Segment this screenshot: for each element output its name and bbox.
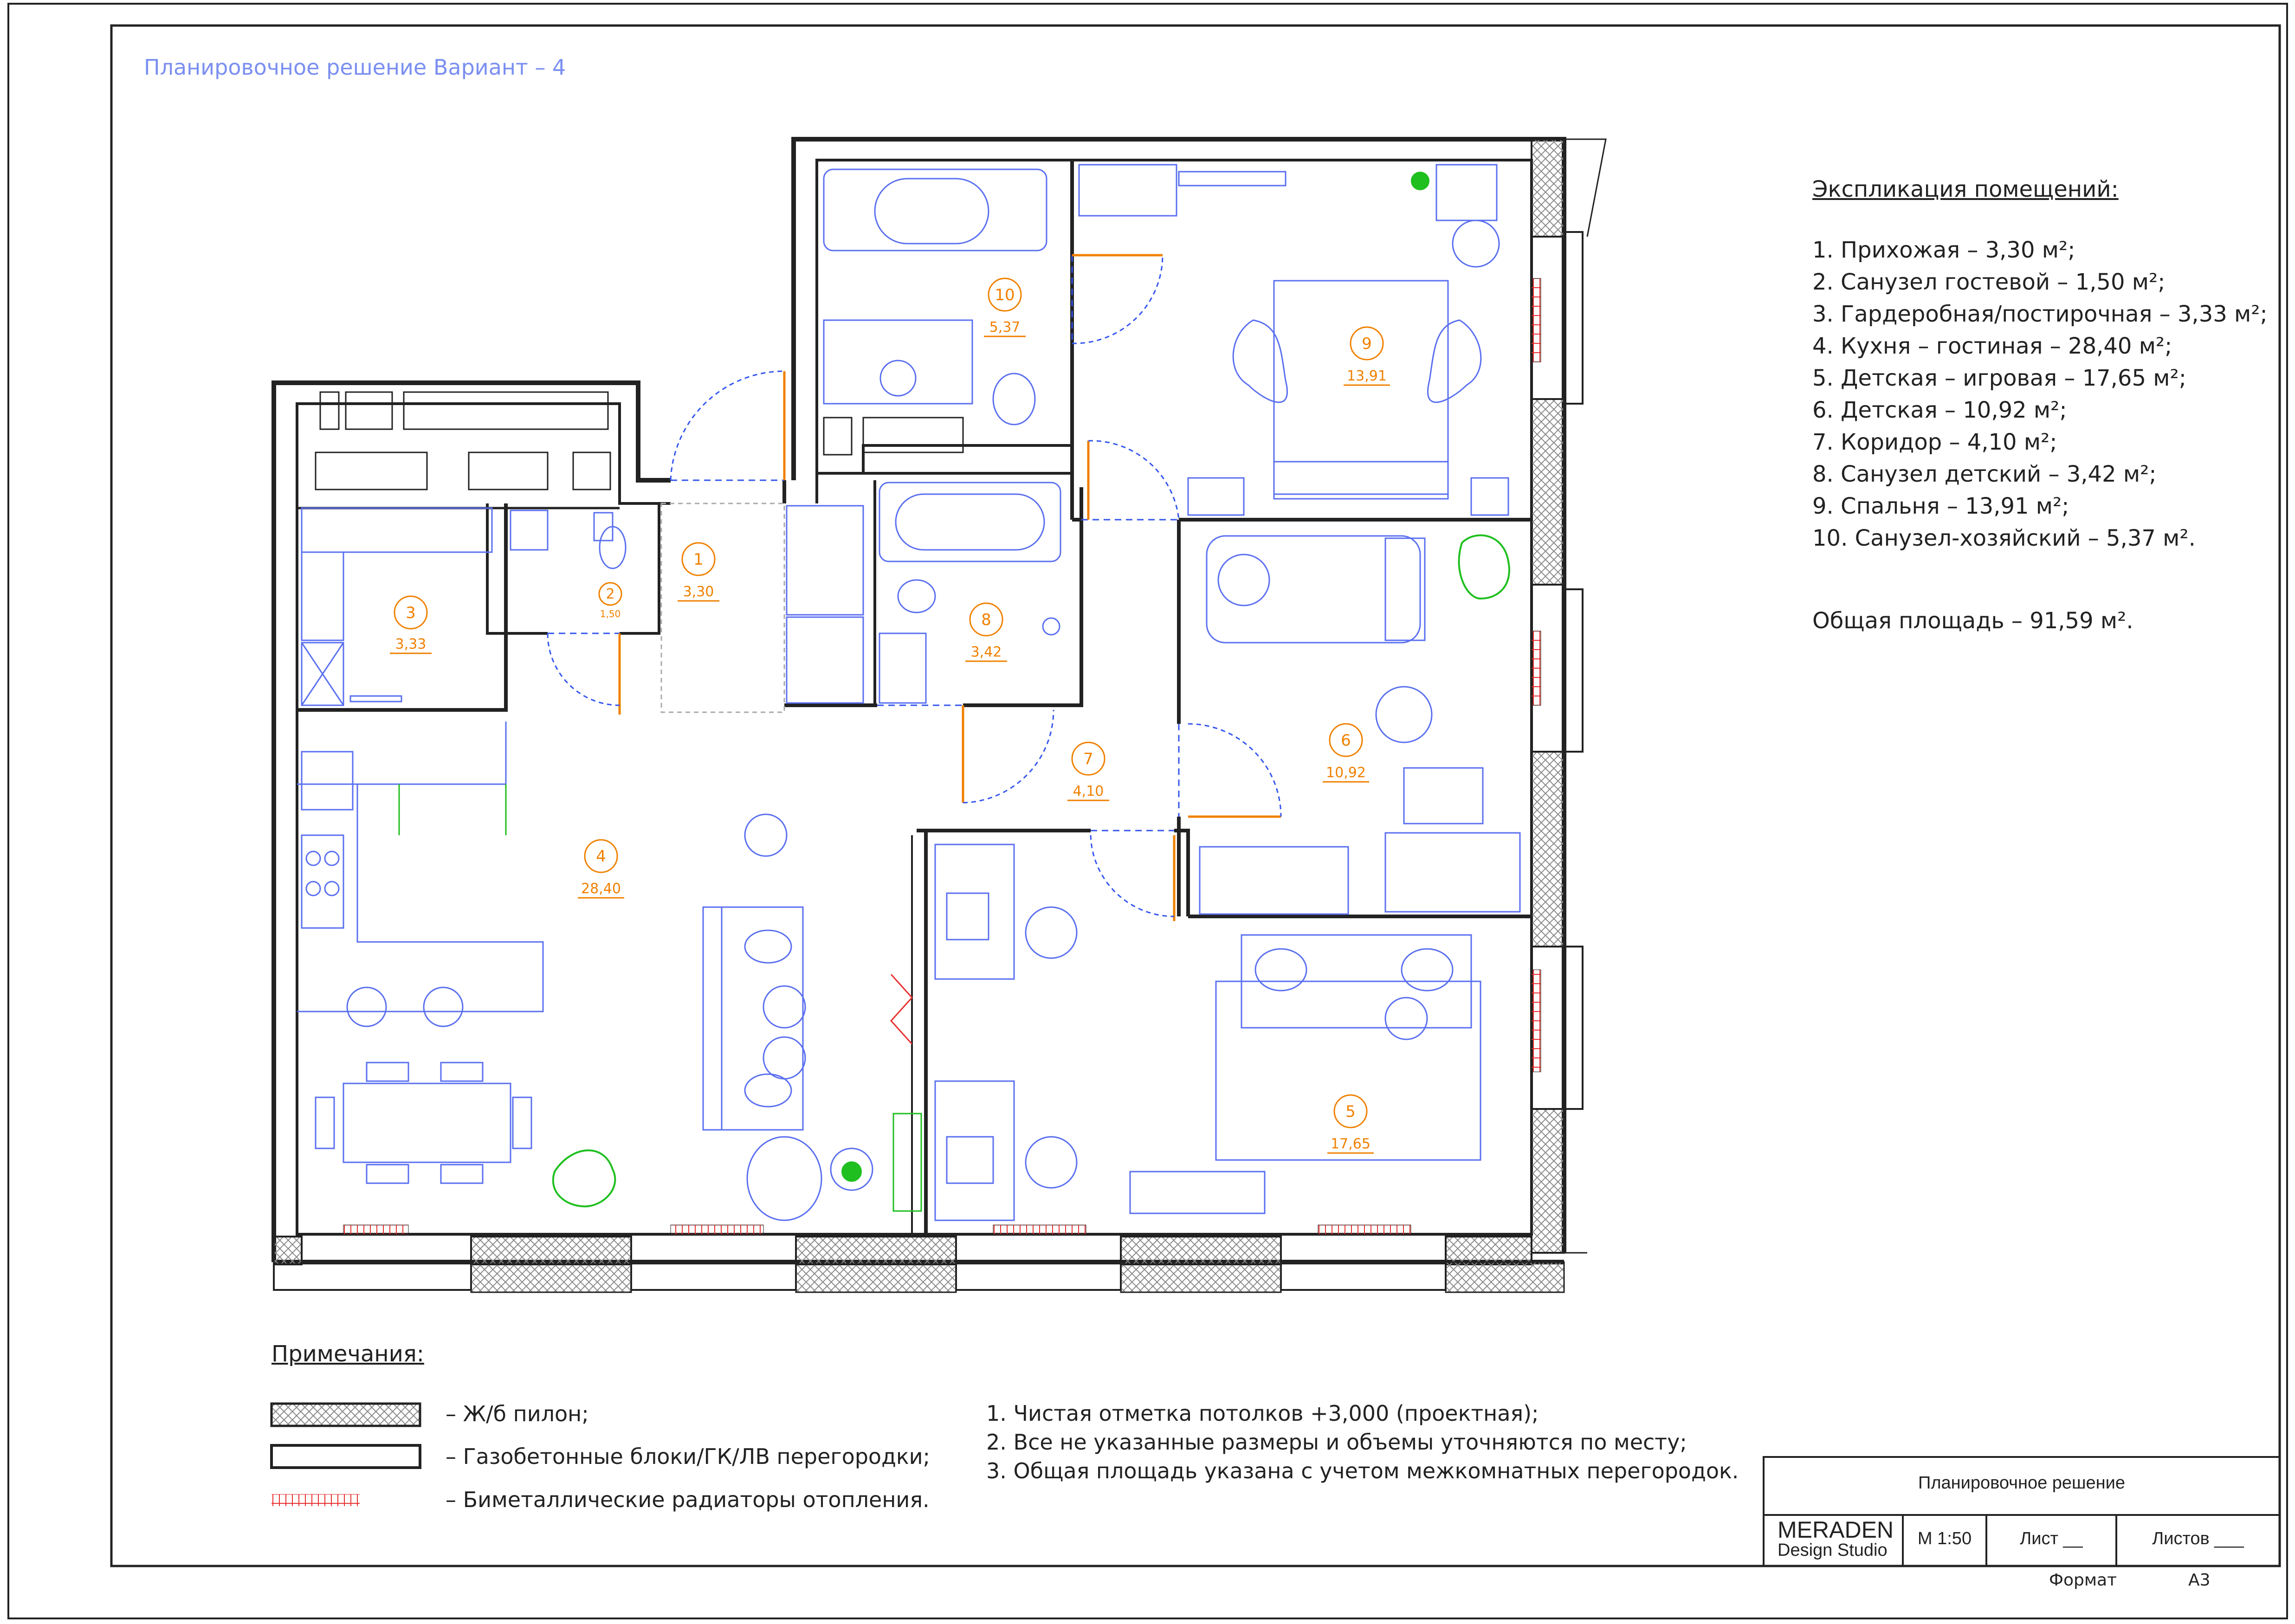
inner-frame [110,24,2281,1567]
svg-text:3,30: 3,30 [683,584,714,600]
list-item: 3. Общая площадь указана с учетом межком… [986,1458,1739,1483]
list-item: 1. Прихожая – 3,30 м²; [1812,237,2075,263]
list-item: 2. Все не указанные размеры и объемы уто… [986,1430,1687,1455]
room-label-8: 8 3,42 [965,602,1007,662]
sheet-title: Планировочное решение [1918,1473,2125,1493]
brand-name: MERADEN [1778,1517,1894,1543]
format-label: Формат [2049,1571,2117,1590]
svg-text:5: 5 [1345,1102,1356,1121]
svg-text:3,42: 3,42 [971,644,1002,660]
svg-text:3: 3 [406,604,416,622]
room-label-2: 2 1,50 [598,582,622,619]
title-block [1763,1456,2281,1567]
list-item: 9. Спальня – 13,91 м²; [1812,493,2069,519]
scale-label: М 1:50 [1917,1529,1972,1548]
partition [1070,160,1081,522]
svg-text:17,65: 17,65 [1331,1136,1371,1152]
room-label-5: 5 17,65 [1327,1094,1374,1154]
room-label-9: 9 13,91 [1344,326,1390,386]
page-title: Планировочное решение Вариант – 4 [144,55,566,80]
sheets-count: Листов ___ [2152,1529,2244,1548]
room-label-1: 1 3,30 [678,542,719,602]
explication-list: 1. Прихожая – 3,30 м²; 2. Санузел гостев… [1812,234,2268,554]
partition [862,444,1073,475]
room-label-3: 3 3,33 [390,595,432,654]
room-label-10: 10 5,37 [984,277,1026,337]
svg-text:3,33: 3,33 [395,636,427,652]
legend-radiator-label: – Биметаллические радиаторы отопления. [446,1487,930,1512]
explication-heading: Экспликация помещений: [1812,176,2119,202]
room-labels: 1 3,30 2 1,50 3 3,33 4 28,40 5 17,65 6 1… [390,277,1390,1154]
list-item: 8. Санузел детский – 3,42 м²; [1812,461,2157,487]
legend-radiator-swatch [272,1494,360,1506]
floor-plan [272,137,1607,1293]
svg-text:10,92: 10,92 [1326,765,1366,781]
svg-text:8: 8 [981,611,991,629]
svg-text:28,40: 28,40 [581,881,621,897]
svg-text:4,10: 4,10 [1073,783,1104,799]
total-area: Общая площадь – 91,59 м². [1812,608,2133,634]
partition [486,503,660,635]
list-item: 2. Санузел гостевой – 1,50 м²; [1812,269,2166,295]
svg-text:7: 7 [1083,750,1093,768]
notes-heading: Примечания: [272,1341,424,1367]
list-item: 10. Санузел-хозяйский – 5,37 м². [1812,525,2196,551]
room-label-7: 7 4,10 [1067,741,1109,801]
radiators [343,278,1541,1235]
list-item: 5. Детская – игровая – 17,65 м²; [1812,365,2186,391]
format-value: А3 [2188,1571,2211,1590]
svg-text:5,37: 5,37 [989,319,1021,335]
svg-text:13,91: 13,91 [1347,368,1387,384]
legend-partition-swatch [270,1444,421,1469]
doors [547,254,1282,1045]
list-item: 3. Гардеробная/постирочная – 3,33 м²; [1812,301,2268,327]
svg-text:1,50: 1,50 [600,608,621,619]
legend-partition-label: – Газобетонные блоки/ГК/ЛВ перегородки; [446,1444,931,1469]
svg-text:4: 4 [596,847,606,866]
outer-border [7,3,2288,1619]
partition [782,480,1083,707]
svg-text:1: 1 [693,550,704,569]
legend-pylon-label: – Ж/б пилон; [446,1401,589,1426]
partition [297,503,508,712]
sheet-number: Лист __ [2020,1529,2083,1548]
svg-text:2: 2 [606,586,614,602]
plants [552,172,1510,1208]
list-item: 7. Коридор – 4,10 м²; [1812,429,2057,455]
legend-pylon-swatch [270,1402,421,1427]
outer-wall [791,137,1566,1253]
notes-list: 1. Чистая отметка потолков +3,000 (проек… [986,1399,1739,1485]
svg-text:6: 6 [1341,731,1351,750]
room-label-4: 4 28,40 [578,839,624,899]
room-label-6: 6 10,92 [1323,723,1369,783]
list-item: 4. Кухня – гостиная – 28,40 м²; [1812,333,2172,359]
brand-subtitle: Design Studio [1778,1540,1888,1560]
list-item: 6. Детская – 10,92 м²; [1812,397,2067,423]
outer-wall [272,380,671,1262]
inner-outer-wall [296,402,671,1237]
svg-text:9: 9 [1362,335,1372,353]
furniture [297,164,1521,1221]
list-item: 1. Чистая отметка потолков +3,000 (проек… [986,1401,1539,1426]
svg-text:10: 10 [995,286,1015,304]
partition [917,829,1190,1234]
